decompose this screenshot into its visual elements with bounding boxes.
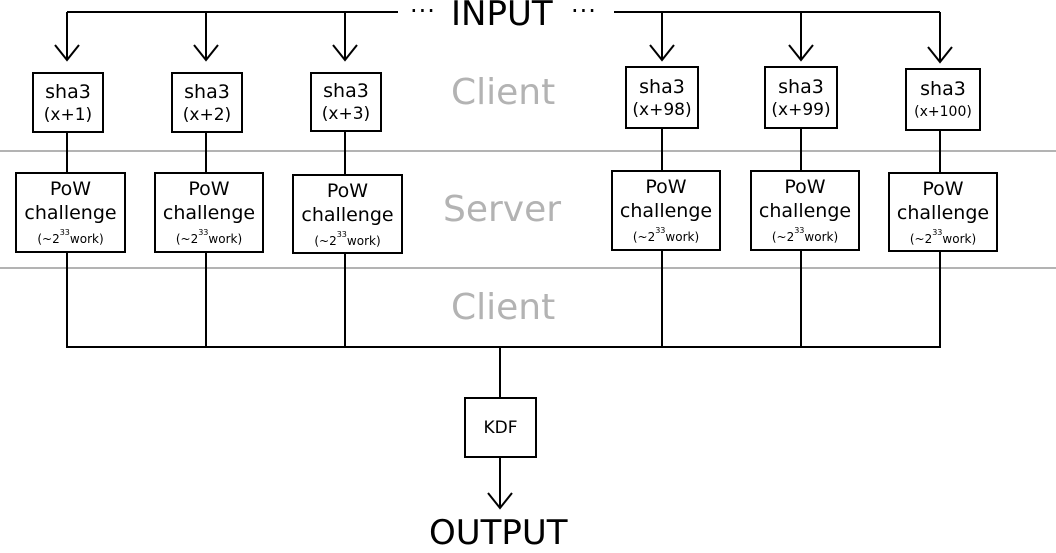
pow-challenge-box: PoW challenge (~233work) xyxy=(154,172,264,253)
pow-label: PoW xyxy=(784,176,826,198)
pow-challenge-box: PoW challenge (~233work) xyxy=(292,174,403,254)
pow-challenge-box: PoW challenge (~233work) xyxy=(750,170,860,251)
challenge-label: challenge xyxy=(162,202,256,224)
work-estimate: (~233work) xyxy=(175,228,243,246)
pow-challenge-box: PoW challenge (~233work) xyxy=(611,170,721,251)
challenge-label: challenge xyxy=(301,203,394,226)
sha3-label: sha3 xyxy=(323,80,369,102)
challenge-label: challenge xyxy=(24,202,117,224)
sha3-box: sha3 (x+100) xyxy=(905,68,981,131)
sha3-box: sha3 (x+2) xyxy=(171,72,243,133)
output-arrow xyxy=(487,457,513,510)
kdf-label: KDF xyxy=(483,417,518,438)
pow-label: PoW xyxy=(188,178,230,200)
work-estimate: (~233work) xyxy=(37,228,104,246)
sha3-arg: (x+98) xyxy=(632,99,692,120)
sha3-label: sha3 xyxy=(778,75,824,98)
pow-label: PoW xyxy=(326,179,369,202)
work-estimate: (~233work) xyxy=(632,226,700,244)
zone-label-client-top: Client xyxy=(451,72,556,113)
sha3-arg: (x+1) xyxy=(43,104,93,125)
work-estimate: (~233work) xyxy=(771,226,839,244)
sha3-box: sha3 (x+3) xyxy=(310,72,382,132)
sha-to-pow-connectors xyxy=(66,128,941,175)
input-ellipsis-left: ··· xyxy=(410,0,436,25)
sha3-label: sha3 xyxy=(45,80,91,103)
sha3-arg: (x+3) xyxy=(321,104,371,124)
pow-label: PoW xyxy=(922,177,964,200)
challenge-label: challenge xyxy=(619,200,713,222)
sha3-box: sha3 (x+98) xyxy=(625,66,699,129)
pow-label: PoW xyxy=(645,176,687,198)
sha3-label: sha3 xyxy=(920,77,966,100)
pow-label: PoW xyxy=(49,178,92,200)
zone-label-server: Server xyxy=(443,189,562,230)
work-estimate: (~233work) xyxy=(314,229,381,248)
sha3-box: sha3 (x+99) xyxy=(764,66,838,129)
work-estimate: (~233work) xyxy=(909,227,977,246)
zone-label-client-bottom: Client xyxy=(451,287,556,328)
input-ellipsis-right: ··· xyxy=(571,0,597,25)
pow-challenge-box: PoW challenge (~233work) xyxy=(15,172,126,253)
sha3-arg: (x+99) xyxy=(771,99,831,120)
pow-to-bus-connectors xyxy=(66,250,941,347)
challenge-label: challenge xyxy=(758,200,852,222)
input-label: INPUT xyxy=(451,0,553,34)
sha3-arg: (x+2) xyxy=(182,104,232,125)
sha3-arg: (x+100) xyxy=(914,103,972,120)
kdf-box: KDF xyxy=(464,397,537,458)
sha3-label: sha3 xyxy=(639,75,685,98)
pow-challenge-box: PoW challenge (~233work) xyxy=(888,172,998,252)
challenge-label: challenge xyxy=(896,201,990,224)
input-arrows xyxy=(54,12,953,64)
sha3-label: sha3 xyxy=(184,80,230,103)
output-label: OUTPUT xyxy=(429,513,568,553)
sha3-box: sha3 (x+1) xyxy=(32,72,104,133)
